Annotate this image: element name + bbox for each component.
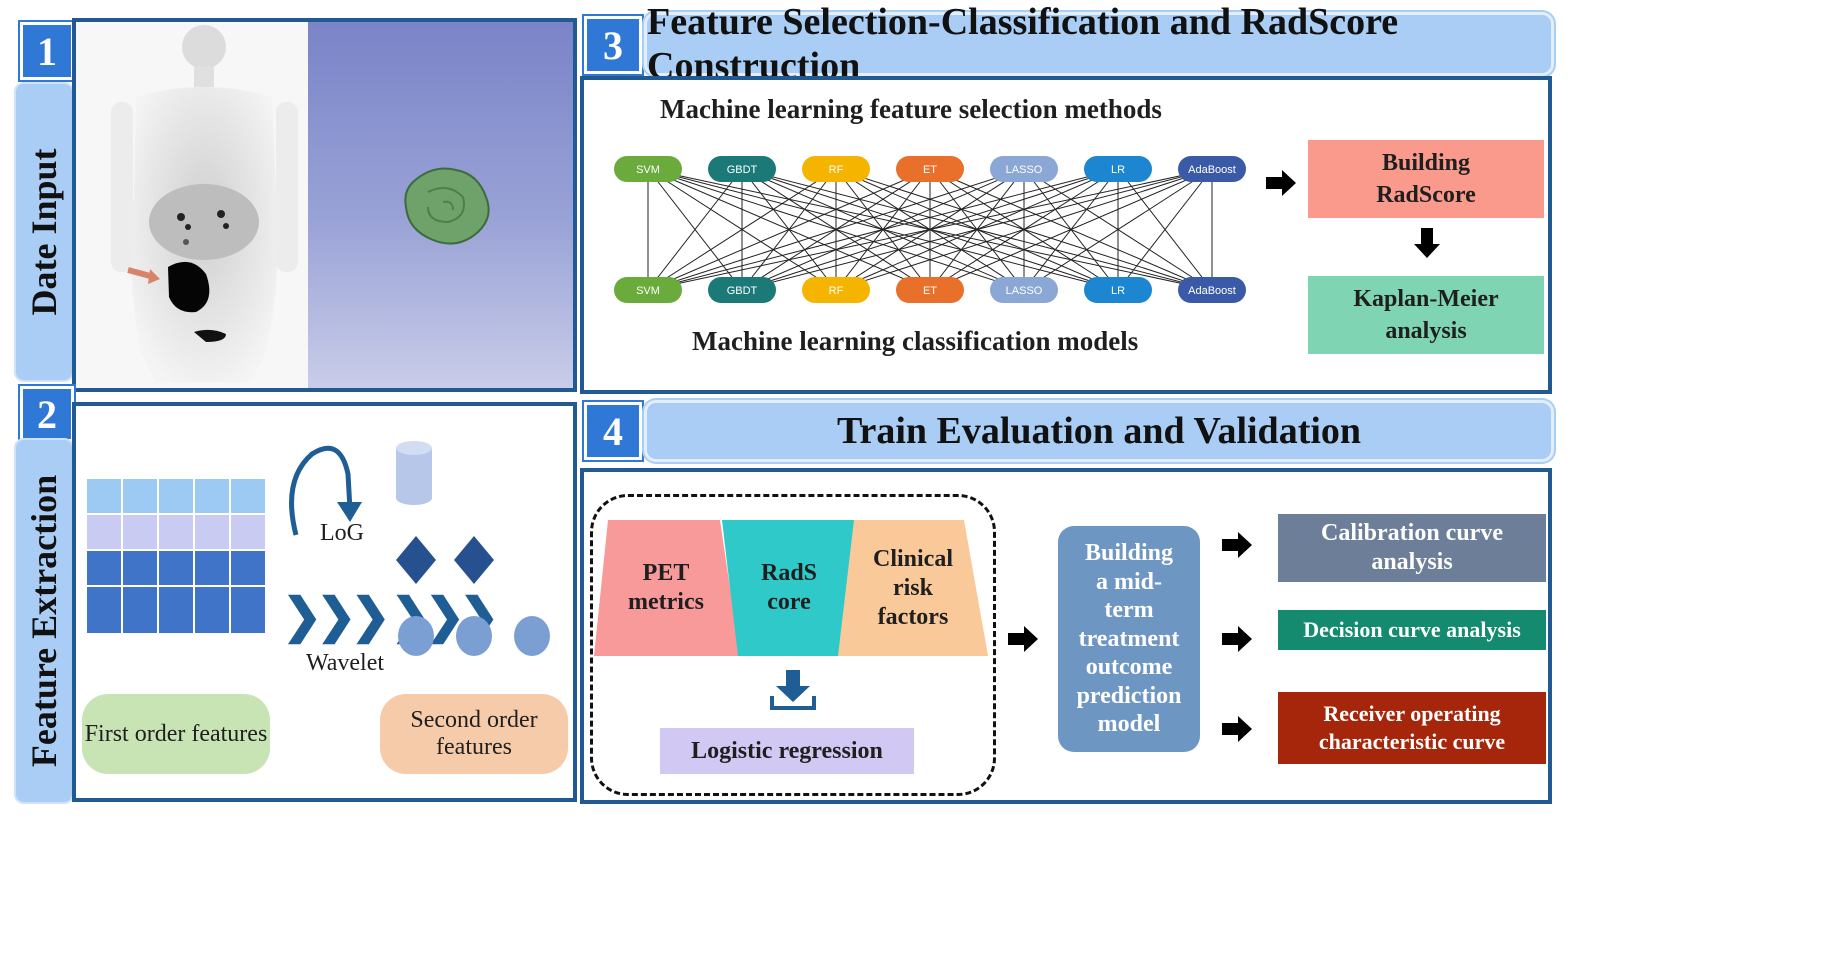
classifier-et: ET — [896, 277, 964, 303]
first-order-features: First order features — [82, 694, 270, 774]
network-link — [647, 168, 931, 291]
svg-text:LR: LR — [1111, 164, 1125, 176]
svg-text:ET: ET — [923, 285, 937, 297]
svg-text:SVM: SVM — [636, 164, 660, 176]
network-link — [647, 168, 1025, 291]
right-arrow-icon — [1008, 626, 1038, 652]
feature-grid — [86, 478, 266, 635]
svg-text:LASSO: LASSO — [1006, 285, 1043, 297]
svg-text:RF: RF — [829, 285, 844, 297]
svg-text:GBDT: GBDT — [727, 164, 758, 176]
kaplan-meier-box: Kaplan-Meier analysis — [1308, 276, 1544, 354]
pet-metrics-label: PET metrics — [628, 560, 704, 615]
date-input-tab: Date Input — [14, 82, 74, 382]
pet-metrics-shape — [594, 520, 740, 656]
svg-text:AdaBoost: AdaBoost — [1188, 285, 1236, 297]
prediction-model-box: Building a mid-term treatment outcome pr… — [1058, 526, 1200, 752]
download-arrow-icon — [770, 670, 816, 710]
selection-methods-title: Machine learning feature selection metho… — [660, 94, 1162, 124]
tumor-3d-render — [308, 22, 573, 388]
building-radscore-box: Building RadScore — [1308, 140, 1544, 218]
circle-icon — [398, 616, 434, 656]
network-link — [741, 168, 1213, 291]
selection-method-et: ET — [896, 156, 964, 182]
panel-3-number: 3 — [584, 16, 642, 74]
selection-method-adaboost: AdaBoost — [1178, 156, 1246, 182]
circle-icon — [514, 616, 550, 656]
network-link — [647, 168, 1119, 291]
right-arrow-icon — [1222, 716, 1252, 742]
clinical-factors-shape — [838, 520, 988, 656]
wavelet-label: Wavelet — [306, 650, 385, 676]
classification-models-title: Machine learning classification models — [692, 326, 1139, 356]
svg-text:LR: LR — [1111, 285, 1125, 297]
svg-text:LASSO: LASSO — [1006, 164, 1043, 176]
feature-selection-panel: Machine learning feature selection metho… — [580, 76, 1552, 394]
classifier-gbdt: GBDT — [708, 277, 776, 303]
radscore-label: RadS core — [760, 560, 818, 615]
tumor-shape — [404, 167, 490, 245]
input-group-dashed — [590, 494, 996, 796]
date-input-panel — [72, 18, 577, 392]
selection-method-rf: RF — [802, 156, 870, 182]
selection-method-gbdt: GBDT — [708, 156, 776, 182]
logistic-regression-box: Logistic regression — [660, 728, 914, 774]
selection-method-lasso: LASSO — [990, 156, 1058, 182]
network-link — [647, 168, 743, 291]
svg-text:SVM: SVM — [636, 285, 660, 297]
circle-icon — [456, 616, 492, 656]
panel-1-number: 1 — [20, 22, 74, 80]
radscore-shape — [722, 520, 856, 656]
svg-text:RF: RF — [829, 164, 844, 176]
selection-method-svm: SVM — [614, 156, 682, 182]
network-link — [647, 168, 1213, 291]
feature-extraction-label: Feature Extraction — [24, 474, 64, 768]
second-order-features: Second order features — [380, 694, 568, 774]
clinical-factors-label: Clinical risk factors — [872, 545, 953, 630]
classifier-lasso: LASSO — [990, 277, 1058, 303]
panel-4-title: Train Evaluation and Validation — [644, 400, 1554, 462]
network-link — [1023, 168, 1213, 291]
down-arrow-icon — [1414, 228, 1440, 258]
feature-extraction-panel: LoG ❯❯❯ ❯❯❯ Wavelet First order features… — [72, 402, 577, 802]
classifier-svm: SVM — [614, 277, 682, 303]
roc-curve-box: Receiver operating characteristic curve — [1278, 692, 1546, 764]
right-arrow-icon — [1266, 170, 1296, 196]
classifier-rf: RF — [802, 277, 870, 303]
classifier-lr: LR — [1084, 277, 1152, 303]
network-link — [1117, 168, 1213, 291]
classifier-adaboost: AdaBoost — [1178, 277, 1246, 303]
pet-scan-image — [76, 22, 308, 388]
calibration-curve-box: Calibration curve analysis — [1278, 514, 1546, 582]
network-link — [647, 168, 837, 291]
diamond-icon — [396, 536, 436, 584]
panel-2-number: 2 — [20, 386, 74, 442]
date-input-label: Date Input — [24, 148, 64, 316]
selection-method-lr: LR — [1084, 156, 1152, 182]
cylinder-icon — [396, 441, 432, 505]
network-link — [929, 168, 1213, 291]
panel-4-number: 4 — [584, 402, 642, 460]
diamond-icon — [454, 536, 494, 584]
evaluation-panel: PET metrics RadS core Clinical risk fact… — [580, 468, 1552, 804]
log-label: LoG — [320, 520, 364, 546]
panel-3-title: Feature Selection-Classification and Rad… — [644, 1, 1554, 87]
right-arrow-icon — [1222, 626, 1252, 652]
feature-extraction-tab: Feature Extraction — [14, 438, 74, 804]
right-arrow-icon — [1222, 532, 1252, 558]
svg-text:GBDT: GBDT — [727, 285, 758, 297]
svg-text:ET: ET — [923, 164, 937, 176]
svg-text:AdaBoost: AdaBoost — [1188, 164, 1236, 176]
log-curve-arrow-icon — [289, 445, 362, 536]
decision-curve-box: Decision curve analysis — [1278, 610, 1546, 650]
network-link — [835, 168, 1213, 291]
